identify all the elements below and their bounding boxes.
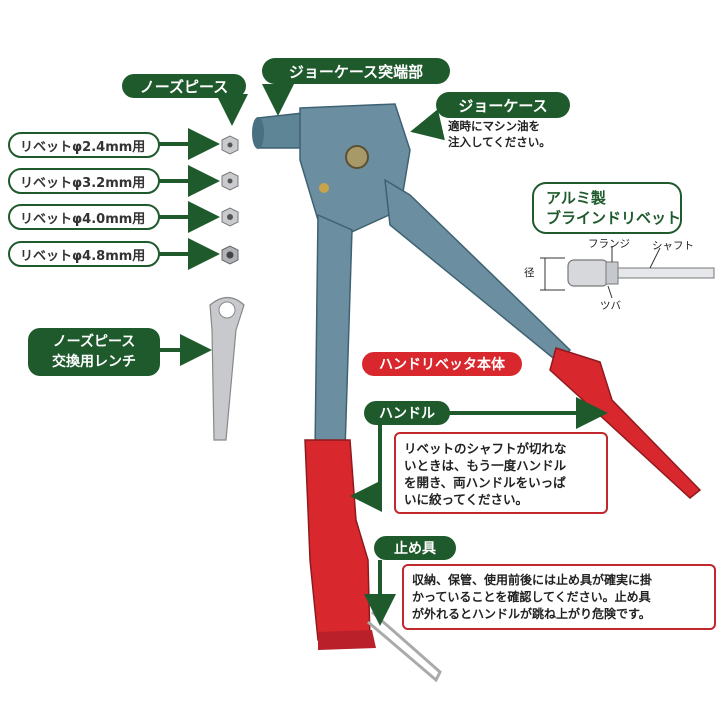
nose-pieces <box>221 135 239 265</box>
handle-note-line: リベットのシャフトが切れな <box>404 441 567 456</box>
leader-arrows <box>158 82 608 626</box>
jaw-case-label: ジョーケース <box>436 92 570 118</box>
rivet-collar-label: ツバ <box>600 300 621 312</box>
stopper-note-line: 収納、保管、使用前後には止め具が確実に掛 <box>412 573 653 587</box>
wrench-label: ノーズピース 交換用レンチ <box>28 328 160 376</box>
riveter-body <box>252 103 572 453</box>
wrench-label-line: ノーズピース <box>52 334 136 350</box>
rivet-size-label: リベットφ4.8mm用 <box>8 241 160 267</box>
rivet-shaft-label: シャフト <box>652 240 694 252</box>
nose-piece-label: ノーズピース <box>122 74 246 98</box>
blind-rivet-title: アルミ製 ブラインドリベット <box>532 182 682 234</box>
jaw-case-note-line: 適時にマシン油を <box>448 119 540 133</box>
rivet-size-label: リベットφ2.4mm用 <box>8 132 160 158</box>
rivet-flange-label: フランジ <box>588 238 630 250</box>
handle-note: リベットのシャフトが切れな いときは、もう一度ハンドル を開き、両ハンドルをいっ… <box>394 432 608 514</box>
rivet-size-label: リベットφ3.2mm用 <box>8 168 160 194</box>
jaw-case-note-line: 注入してください。 <box>448 135 551 149</box>
wrench <box>209 296 245 441</box>
rivet-size-label: リベットφ4.0mm用 <box>8 204 160 230</box>
stopper-note-line: かっていることを確認してください。止め具 <box>412 590 651 604</box>
blind-rivet <box>540 246 715 299</box>
handle-label: ハンドル <box>364 401 450 425</box>
riveter-body-label: ハンドリベッタ本体 <box>362 352 522 376</box>
blind-rivet-title-line: ブラインドリベット <box>546 209 682 227</box>
riveter-grips <box>304 347 702 650</box>
stopper-wire <box>367 610 442 683</box>
wrench-label-line: 交換用レンチ <box>52 354 136 370</box>
jaw-case-group: ジョーケース 適時にマシン油を 注入してください。 <box>436 92 576 156</box>
stopper-note-line: が外れるとハンドルが跳ね上がり危険です。 <box>412 607 651 621</box>
handle-note-line: を開き、両ハンドルをいっぱ <box>404 475 566 490</box>
handle-note-line: いときは、もう一度ハンドル <box>404 458 567 473</box>
stopper-label: 止め具 <box>374 536 456 560</box>
rivet-diameter-label: 径 <box>524 267 535 279</box>
jaw-case-tip-label: ジョーケース突端部 <box>262 58 450 84</box>
stopper-note: 収納、保管、使用前後には止め具が確実に掛 かっていることを確認してください。止め… <box>402 564 716 630</box>
handle-note-line: いに絞ってください。 <box>404 492 529 507</box>
blind-rivet-title-line: アルミ製 <box>546 189 606 207</box>
